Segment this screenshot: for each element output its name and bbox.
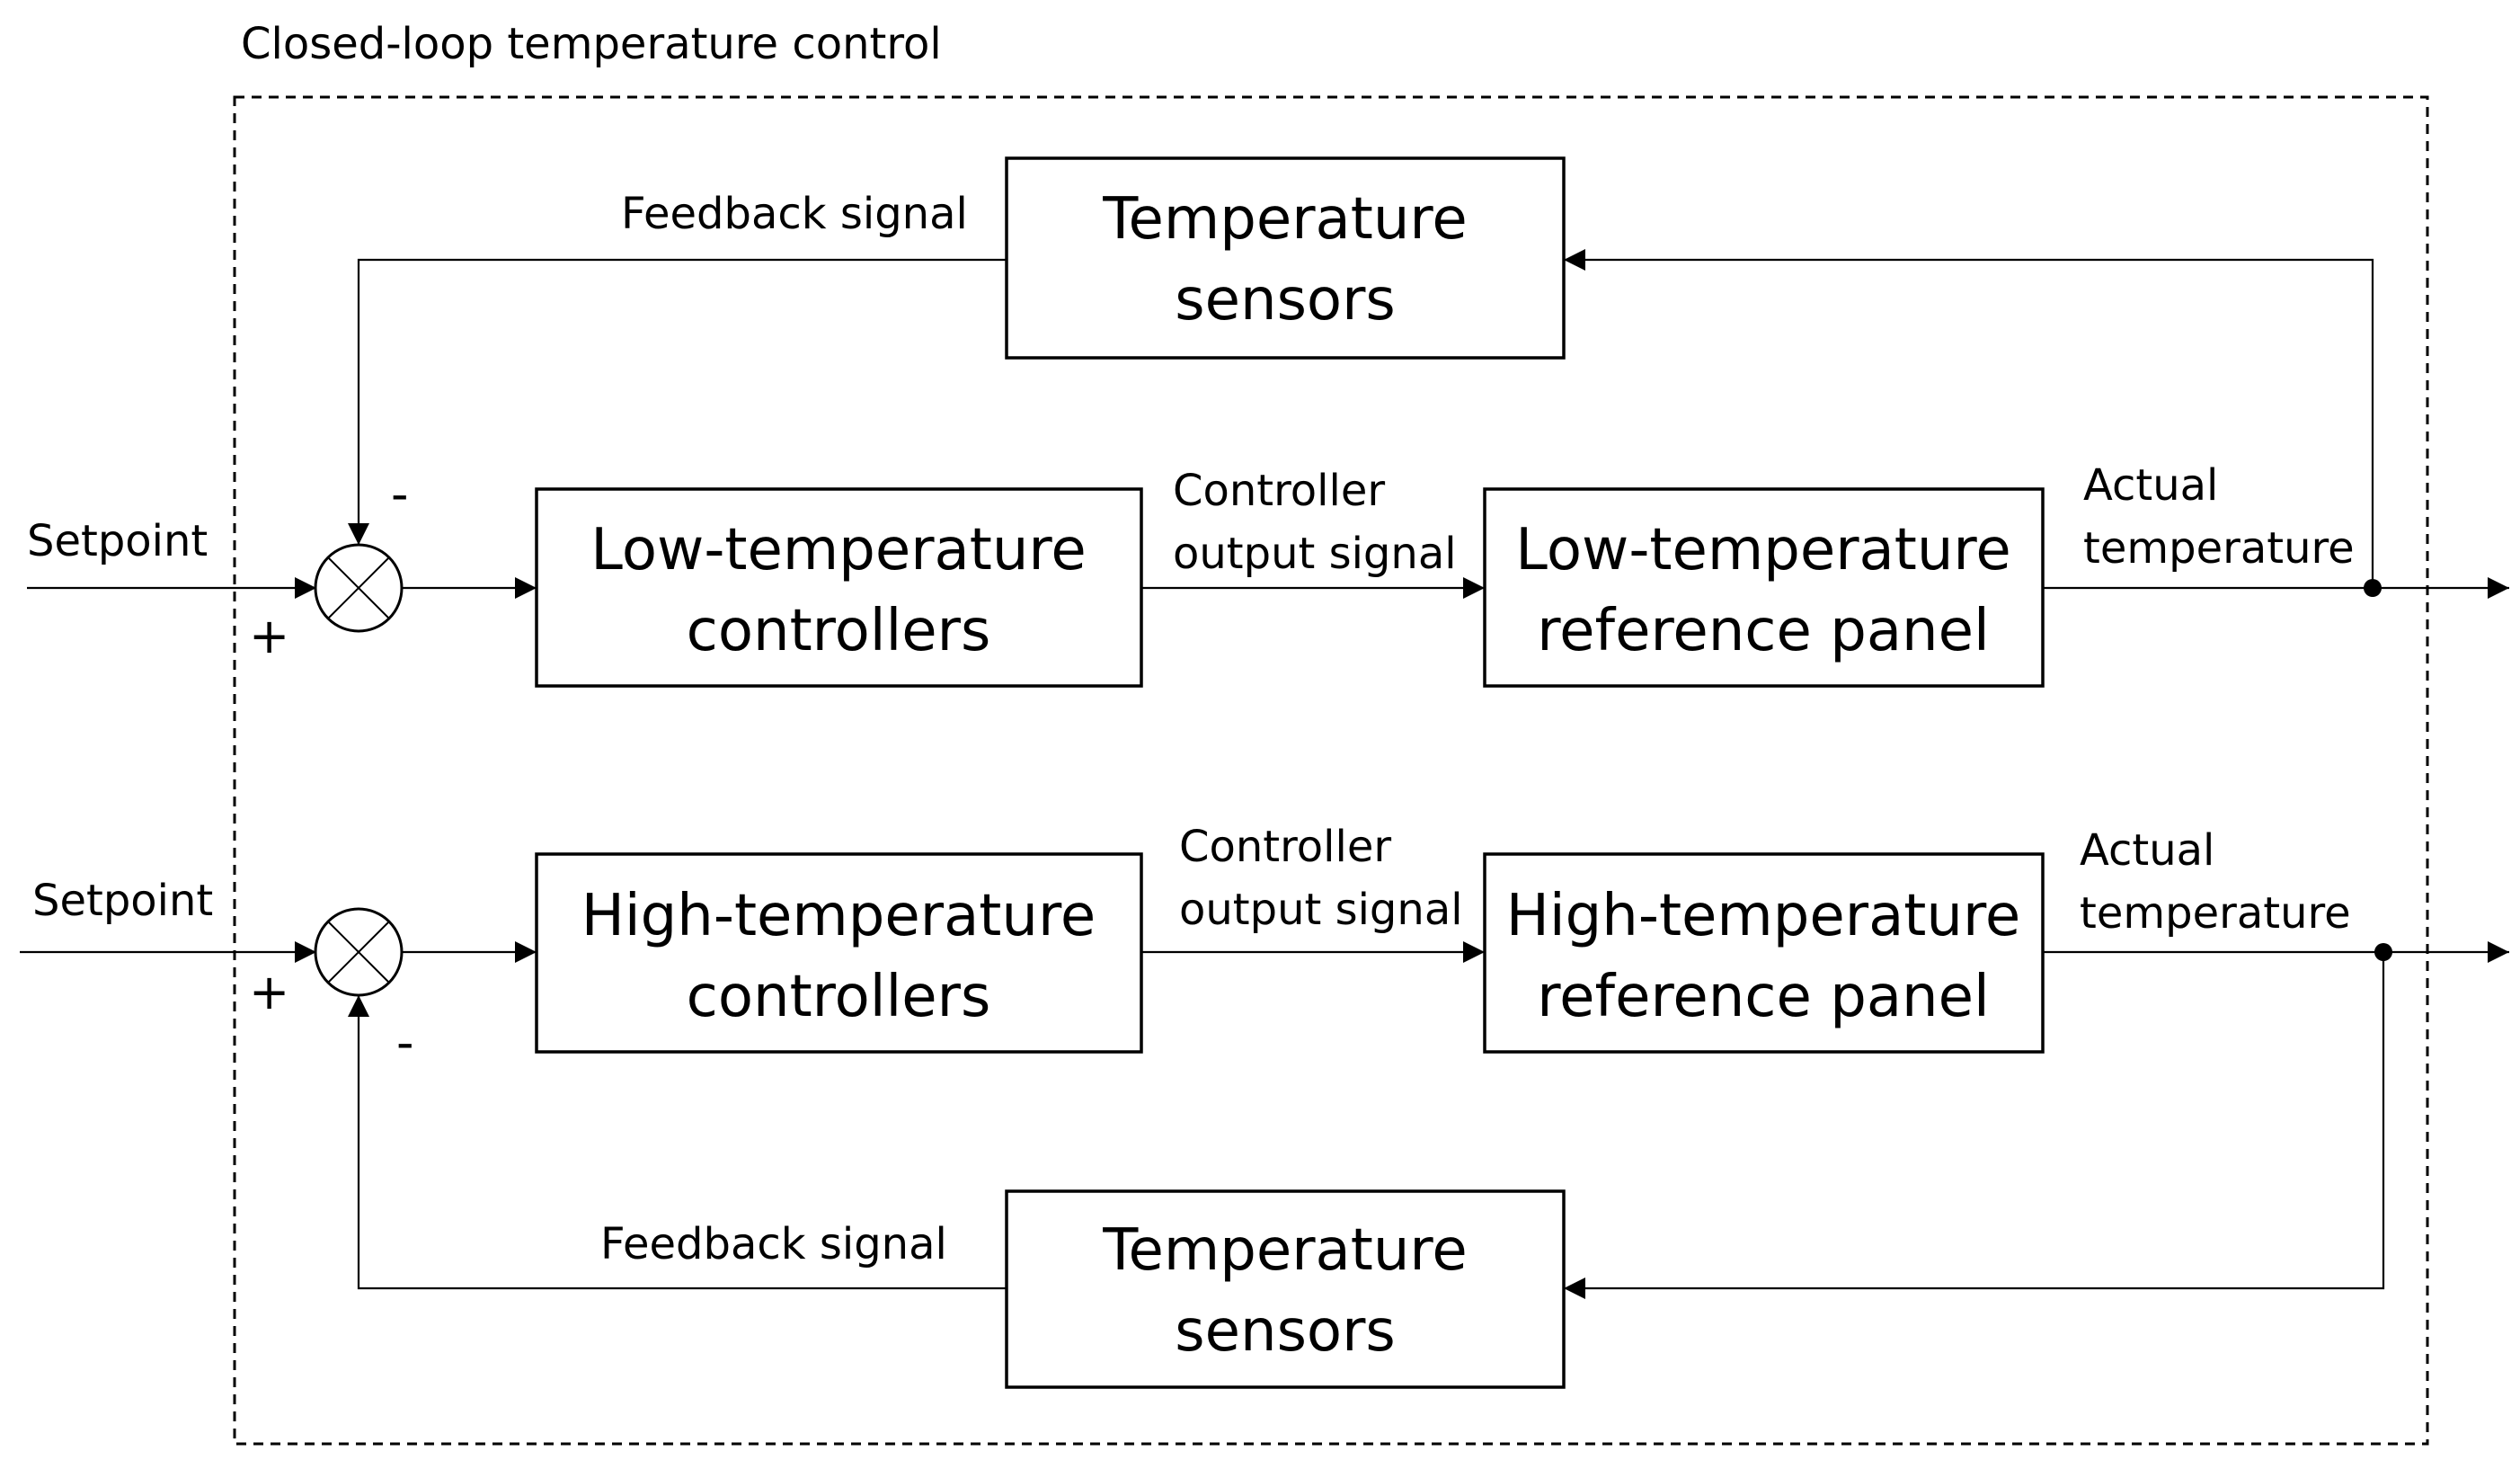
svg-text:sensors: sensors xyxy=(1175,1298,1395,1365)
low-feedback-signal-line xyxy=(348,258,1007,545)
low-plus-sign: + xyxy=(249,608,289,664)
low-temperature-reference-panel-block: Low-temperature reference panel xyxy=(1483,487,2045,688)
low-takeoff-point xyxy=(2364,579,2382,597)
high-feedback-signal-label: Feedback signal xyxy=(600,1219,947,1269)
high-feedback-to-sensor-line xyxy=(1564,952,2385,1299)
svg-text:controllers: controllers xyxy=(687,598,991,664)
svg-text:controllers: controllers xyxy=(687,964,991,1030)
closed-loop-boundary xyxy=(233,95,2429,1446)
svg-text:Low-temperature: Low-temperature xyxy=(590,517,1086,583)
low-feedback-signal-label: Feedback signal xyxy=(621,189,968,239)
high-temperature-loop: High-temperature controllers High-temper… xyxy=(20,822,2509,1389)
high-temperature-sensors-block: Temperature sensors xyxy=(1005,1189,1566,1389)
svg-text:High-temperature: High-temperature xyxy=(581,883,1096,949)
svg-text:sensors: sensors xyxy=(1175,267,1395,334)
low-controller-output-label: Controller output signal xyxy=(1173,466,1457,579)
svg-text:Temperature: Temperature xyxy=(1102,186,1467,253)
high-feedback-signal-line xyxy=(348,995,1007,1290)
high-actual-temperature-label: Actual temperature xyxy=(2080,825,2351,939)
low-minus-sign: - xyxy=(391,466,409,522)
low-summing-junction xyxy=(314,543,404,633)
low-temperature-controllers-block: Low-temperature controllers xyxy=(535,487,1143,688)
high-plus-sign: + xyxy=(249,964,289,1020)
high-summing-junction xyxy=(314,907,404,997)
high-minus-sign: - xyxy=(396,1014,414,1071)
low-setpoint-label: Setpoint xyxy=(27,516,208,566)
svg-text:reference panel: reference panel xyxy=(1537,598,1990,664)
high-temperature-controllers-block: High-temperature controllers xyxy=(535,852,1143,1054)
low-feedback-to-sensor-line xyxy=(1564,249,2374,588)
diagram-title: Closed-loop temperature control xyxy=(241,19,942,69)
low-actual-temperature-label: Actual temperature xyxy=(2083,460,2355,574)
high-setpoint-label: Setpoint xyxy=(32,876,213,926)
high-controller-output-label: Controller output signal xyxy=(1179,822,1463,935)
svg-text:reference panel: reference panel xyxy=(1537,964,1990,1030)
high-takeoff-point xyxy=(2374,943,2392,961)
svg-text:Temperature: Temperature xyxy=(1102,1217,1467,1284)
low-temperature-sensors-block: Temperature sensors xyxy=(1005,156,1566,360)
svg-text:Low-temperature: Low-temperature xyxy=(1515,517,2010,583)
low-temperature-loop: Low-temperature controllers Low-temperat… xyxy=(27,156,2509,688)
svg-text:High-temperature: High-temperature xyxy=(1506,883,2020,949)
high-temperature-reference-panel-block: High-temperature reference panel xyxy=(1483,852,2045,1054)
